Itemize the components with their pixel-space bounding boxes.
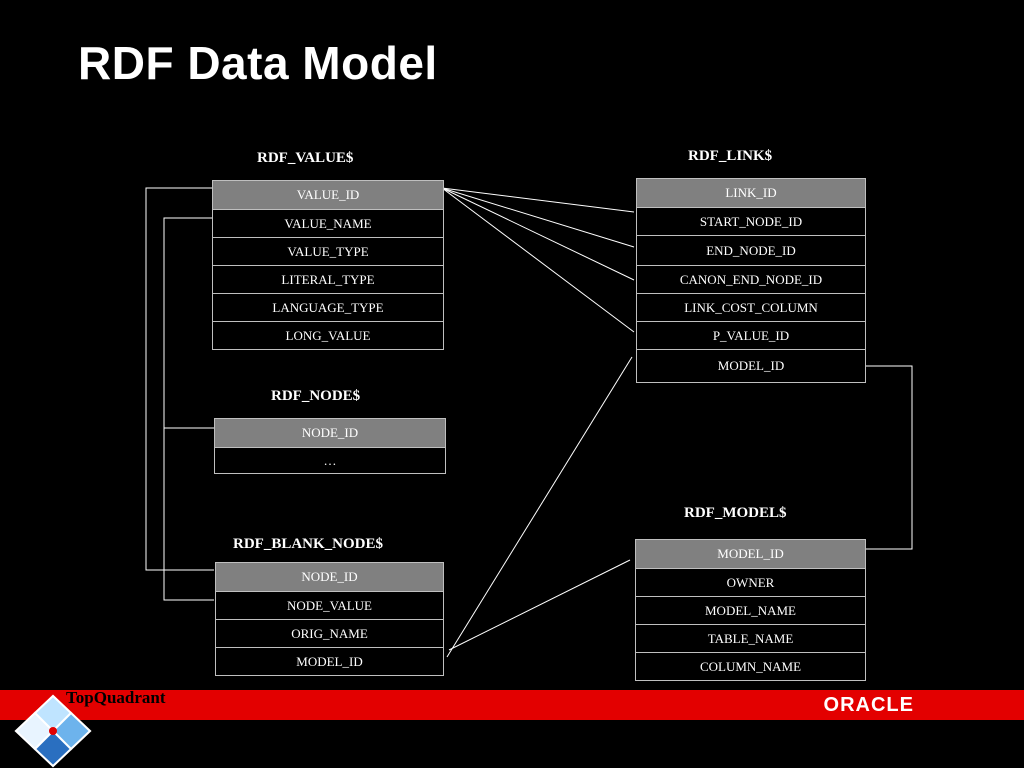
table-rdf-link: LINK_ID START_NODE_ID END_NODE_ID CANON_… [636, 178, 866, 383]
table-name-rdf-node: RDF_NODE$ [271, 388, 361, 404]
column-model-id: MODEL_ID [216, 647, 443, 675]
table-name-rdf-blank-node: RDF_BLANK_NODE$ [233, 536, 384, 552]
table-name-rdf-link: RDF_LINK$ [688, 148, 773, 164]
column-node-value: NODE_VALUE [216, 591, 443, 619]
column-ellipsis: … [215, 447, 445, 473]
table-name-rdf-value: RDF_VALUE$ [257, 150, 354, 166]
column-value-name: VALUE_NAME [213, 209, 443, 237]
column-canon-end-node-id: CANON_END_NODE_ID [637, 265, 865, 293]
column-value-type: VALUE_TYPE [213, 237, 443, 265]
column-owner: OWNER [636, 568, 865, 596]
oracle-logo: ORACLE [823, 694, 914, 716]
column-link-id: LINK_ID [637, 179, 865, 207]
table-rdf-value: VALUE_ID VALUE_NAME VALUE_TYPE LITERAL_T… [212, 180, 444, 350]
footer-bar [0, 690, 1024, 720]
column-table-name: TABLE_NAME [636, 624, 865, 652]
column-language-type: LANGUAGE_TYPE [213, 293, 443, 321]
column-column-name: COLUMN_NAME [636, 652, 865, 680]
column-model-id: MODEL_ID [636, 540, 865, 568]
column-node-id: NODE_ID [216, 563, 443, 591]
column-orig-name: ORIG_NAME [216, 619, 443, 647]
column-value-id: VALUE_ID [213, 181, 443, 209]
column-link-cost-column: LINK_COST_COLUMN [637, 293, 865, 321]
table-name-rdf-model: RDF_MODEL$ [684, 505, 787, 521]
table-rdf-node: NODE_ID … [214, 418, 446, 474]
table-rdf-model: MODEL_ID OWNER MODEL_NAME TABLE_NAME COL… [635, 539, 866, 681]
column-model-id: MODEL_ID [637, 349, 865, 382]
column-p-value-id: P_VALUE_ID [637, 321, 865, 349]
slide-title: RDF Data Model [78, 37, 438, 89]
column-node-id: NODE_ID [215, 419, 445, 447]
column-start-node-id: START_NODE_ID [637, 207, 865, 235]
topquadrant-logo: TopQuadrant [66, 688, 166, 707]
column-long-value: LONG_VALUE [213, 321, 443, 349]
column-model-name: MODEL_NAME [636, 596, 865, 624]
column-end-node-id: END_NODE_ID [637, 235, 865, 265]
topquadrant-logo-icon [14, 694, 92, 768]
column-literal-type: LITERAL_TYPE [213, 265, 443, 293]
table-rdf-blank-node: NODE_ID NODE_VALUE ORIG_NAME MODEL_ID [215, 562, 444, 676]
